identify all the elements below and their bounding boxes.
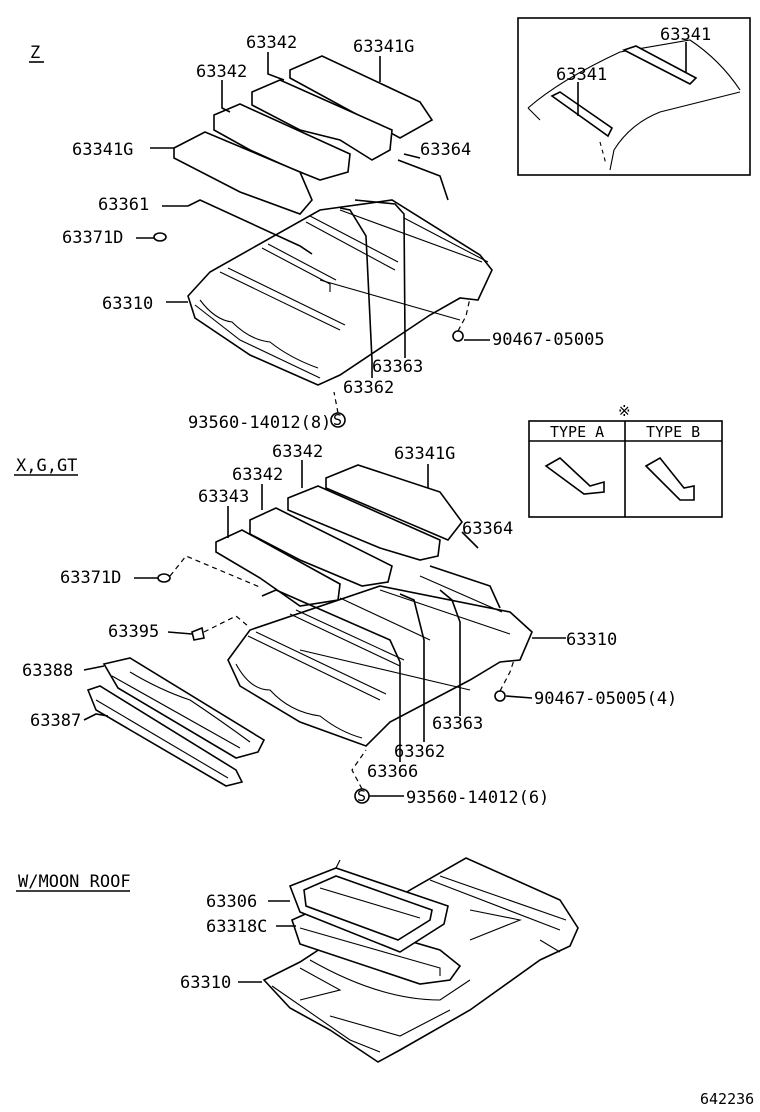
retainer-63362 — [339, 207, 373, 361]
type-table: ※ TYPE A TYPE B — [528, 402, 723, 518]
label-63395-x: 63395 — [108, 622, 159, 642]
label-93560-z: 93560-14012(8) — [188, 413, 331, 433]
clip-63371d-z — [153, 232, 167, 242]
headlining-pad-63341g-upper — [289, 55, 434, 139]
label-63310-x: 63310 — [566, 630, 617, 650]
clip-63371d-x — [157, 573, 171, 583]
label-63343-x: 63343 — [198, 487, 249, 507]
retainer-63361 — [187, 199, 313, 255]
headlining-panel-63310-x — [227, 585, 533, 747]
side-trim-63387 — [86, 685, 244, 787]
headlining-pad-63342-upper — [251, 79, 393, 161]
label-63341g-x: 63341G — [394, 444, 455, 464]
label-63361-z: 63361 — [98, 195, 149, 215]
type-b-clip-icon — [644, 456, 695, 501]
section-label-xggt: X,G,GT — [16, 456, 77, 476]
label-63363-z: 63363 — [372, 357, 423, 377]
clip-90467-z — [452, 330, 464, 342]
label-63371d-x: 63371D — [60, 568, 121, 588]
label-63342-z-b: 63342 — [196, 62, 247, 82]
label-63318c-moonroof: 63318C — [206, 917, 267, 937]
label-63341-inset-a: 63341 — [556, 65, 607, 85]
label-63371d-z: 63371D — [62, 228, 123, 248]
label-63342-x-a: 63342 — [272, 442, 323, 462]
type-b-header: TYPE B — [646, 423, 700, 441]
section-z: Z S — [29, 33, 605, 433]
headlining-panel-63310-z — [187, 199, 493, 386]
type-table-marker: ※ — [618, 402, 631, 420]
label-63363-x: 63363 — [432, 714, 483, 734]
section-moonroof: W/MOON ROOF 63306 63318C 63310 — [16, 857, 579, 1063]
headlining-pad-63342-lower — [213, 103, 351, 181]
retainer-63364 — [397, 159, 449, 201]
retainer-63362-x — [399, 593, 425, 706]
label-63387-x: 63387 — [30, 711, 81, 731]
inset-strip-63341-left — [550, 91, 614, 138]
label-63306-moonroof: 63306 — [206, 892, 257, 912]
label-63342-z-a: 63342 — [246, 33, 297, 53]
type-a-clip-icon — [544, 457, 605, 495]
retainer-63363-x — [439, 589, 461, 700]
label-63364-z: 63364 — [420, 140, 471, 160]
retainer-63363 — [354, 199, 406, 339]
side-trim-63388 — [102, 657, 266, 759]
inset-roof-view: 63341 63341 — [517, 17, 751, 176]
label-90467-z: 90467-05005 — [492, 330, 605, 350]
label-63388-x: 63388 — [22, 661, 73, 681]
inset-strip-63341-right — [621, 45, 698, 85]
label-63341g-z-b: 63341G — [72, 140, 133, 160]
headlining-pad-63341g-x — [325, 464, 464, 541]
label-90467-x: 90467-05005(4) — [534, 689, 677, 709]
label-63362-x: 63362 — [394, 742, 445, 762]
headlining-pad-63342-x-upper — [287, 485, 441, 561]
label-93560-x: 93560-14012(6) — [406, 788, 549, 808]
section-label-moonroof: W/MOON ROOF — [18, 872, 131, 892]
label-63341-inset-b: 63341 — [660, 25, 711, 45]
headlining-pad-63343-x — [215, 529, 341, 607]
section-label-z: Z — [30, 43, 40, 63]
retainer-63366-x — [261, 589, 401, 663]
label-63341g-z-a: 63341G — [353, 37, 414, 57]
retainer-63364-x — [429, 565, 501, 609]
diagram-reference-code: 642236 — [700, 1090, 754, 1108]
label-63362-z: 63362 — [343, 378, 394, 398]
label-63310-z: 63310 — [102, 294, 153, 314]
inset-frame — [517, 17, 751, 176]
label-63342-x-b: 63342 — [232, 465, 283, 485]
headlining-pad-63341g-lower — [173, 131, 313, 215]
label-63366-x: 63366 — [367, 762, 418, 782]
svg-text:S: S — [333, 411, 342, 429]
clip-63395-x — [191, 626, 205, 641]
clip-90467-x — [494, 690, 506, 702]
label-63364-x: 63364 — [462, 519, 513, 539]
svg-text:S: S — [357, 787, 366, 805]
section-xggt: X,G,GT S — [14, 442, 677, 808]
type-a-header: TYPE A — [550, 423, 604, 441]
label-63310-moonroof: 63310 — [180, 973, 231, 993]
